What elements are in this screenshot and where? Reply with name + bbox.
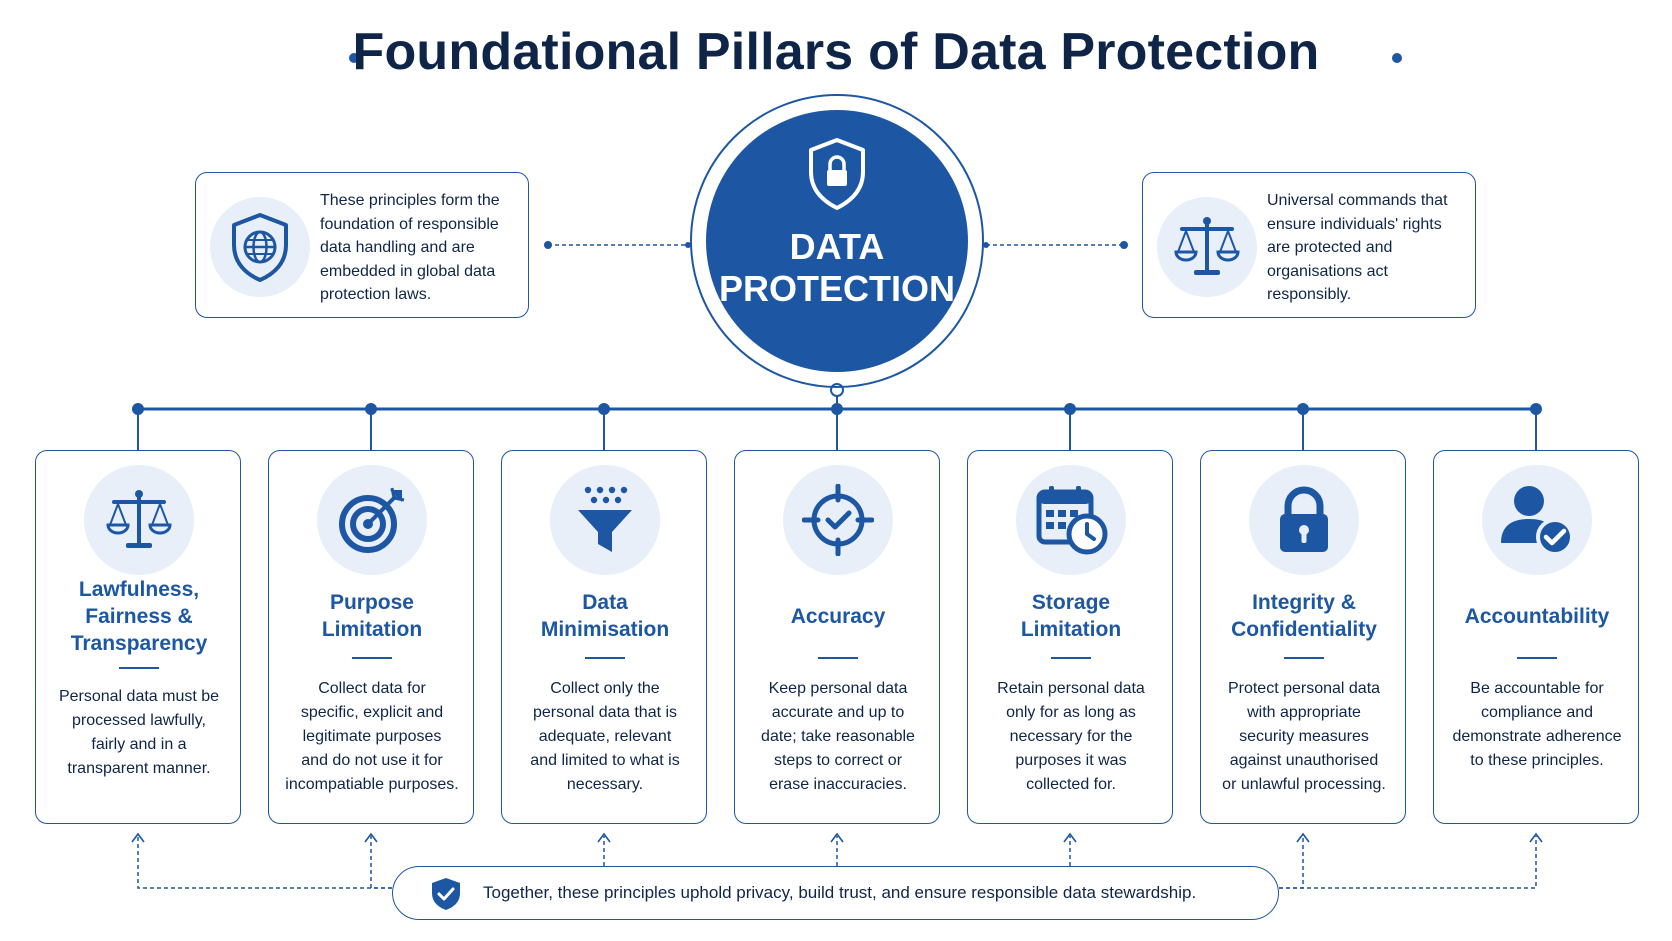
pillar-divider (1051, 657, 1091, 659)
shield-check-icon (432, 878, 460, 910)
pillar-card-lawfulness: Lawfulness, Fairness & Transparency Pers… (35, 450, 241, 824)
pillar-card-data-minimisation: Data Minimisation Collect only the perso… (501, 450, 707, 824)
footer-arrowheads (131, 832, 1543, 843)
crosshair-check-icon (783, 465, 893, 575)
scales-icon (1157, 197, 1257, 297)
user-check-icon (1482, 465, 1592, 575)
pillar-divider (1284, 657, 1324, 659)
pillar-divider (119, 667, 159, 669)
summary-text: Together, these principles uphold privac… (483, 883, 1197, 902)
pillar-bus (132, 403, 1542, 450)
shield-lock-icon (809, 138, 865, 210)
data-protection-hub: DATA PROTECTION (706, 110, 968, 372)
funnel-icon (550, 465, 660, 575)
pillar-divider (352, 657, 392, 659)
page-title: Foundational Pillars of Data Protection (352, 23, 1320, 81)
footer-arrows (137, 836, 1537, 889)
pillar-card-accuracy: Accuracy Keep personal data accurate and… (734, 450, 940, 824)
pillar-description: Collect data for specific, explicit and … (285, 680, 459, 793)
pillar-card-integrity-confidentiality: Integrity & Confidentiality Protect pers… (1200, 450, 1406, 824)
target-icon (317, 465, 427, 575)
pillar-description: Protect personal data with appropriate s… (1222, 680, 1386, 793)
universal-commands-box: Universal commands that ensure individua… (1142, 172, 1476, 318)
padlock-icon (1249, 465, 1359, 575)
left-info-text: These principles form the foundation of … (320, 192, 500, 303)
scales-icon (84, 465, 194, 575)
pillar-title: Storage Limitation (1020, 591, 1122, 641)
summary-banner: Together, these principles uphold privac… (392, 866, 1279, 920)
pillar-divider (1517, 657, 1557, 659)
pillar-description: Collect only the personal data that is a… (530, 680, 680, 793)
pillar-title: Purpose Limitation (321, 591, 423, 641)
title-flourish-left (88, 53, 359, 63)
hub-label-line1: DATA (789, 226, 885, 267)
pillar-card-purpose-limitation: Purpose Limitation Collect data for spec… (268, 450, 474, 824)
pillar-title: Lawfulness, Fairness & Transparency (70, 577, 208, 655)
shield-globe-icon (210, 197, 310, 297)
pillar-card-accountability: Accountability Be accountable for compli… (1433, 450, 1639, 824)
pillar-title: Data Minimisation (540, 591, 670, 641)
hub-outer-ring (690, 94, 984, 388)
pillar-divider (818, 657, 858, 659)
pillar-description: Personal data must be processed lawfully… (58, 688, 220, 777)
right-info-text: Universal commands that ensure individua… (1267, 192, 1448, 303)
calendar-clock-icon (1016, 465, 1126, 575)
pillar-title: Integrity & Confidentiality (1231, 591, 1377, 641)
title-flourish-right (1392, 53, 1605, 63)
pillar-divider (585, 657, 625, 659)
principles-foundation-box: These principles form the foundation of … (195, 172, 529, 318)
pillar-description: Be accountable for compliance and demons… (1452, 680, 1622, 769)
pillar-title: Accountability (1464, 604, 1610, 628)
hub-label-line2: PROTECTION (718, 268, 955, 309)
pillar-card-storage-limitation: Storage Limitation Retain personal data … (967, 450, 1173, 824)
pillar-description: Retain personal data only for as long as… (997, 680, 1145, 793)
pillar-title: Accuracy (790, 604, 886, 628)
hub-side-connectors (544, 241, 1128, 249)
pillar-description: Keep personal data accurate and up to da… (761, 680, 915, 793)
